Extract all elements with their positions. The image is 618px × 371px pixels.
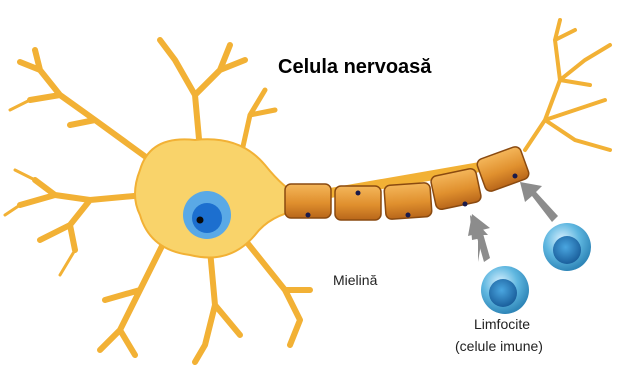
lymphocytes-sublabel: (celule imune) <box>455 338 543 354</box>
lymphocytes-label: Limfocite <box>474 316 530 332</box>
nucleolus <box>197 217 204 224</box>
diagram-title: Celula nervoasă <box>278 56 431 79</box>
arrow-icon <box>520 182 558 222</box>
nucleus-core <box>192 203 222 233</box>
lymphocyte-icon <box>481 266 529 314</box>
myelin-label: Mielină <box>333 272 377 288</box>
axon-terminals <box>525 20 610 150</box>
lymphocyte-icon <box>543 223 591 271</box>
